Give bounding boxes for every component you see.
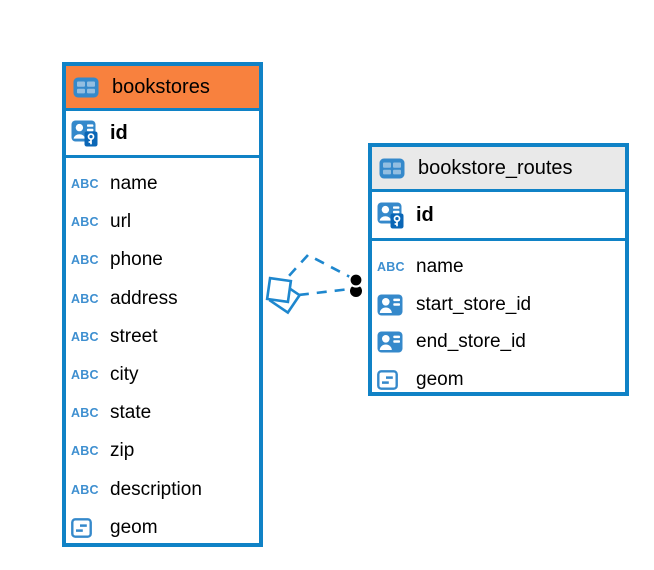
column-row[interactable]: ABC city <box>66 356 259 394</box>
column-name: phone <box>110 249 163 271</box>
many-side-diamond-marker <box>268 281 302 315</box>
text-type-icon: ABC <box>71 329 99 344</box>
column-row[interactable]: start_store_id <box>372 286 625 324</box>
table-icon <box>379 158 409 179</box>
many-side-diamond-marker <box>265 276 293 304</box>
column-name: id <box>110 121 128 144</box>
column-row[interactable]: end_store_id <box>372 324 625 362</box>
column-row[interactable]: geom <box>372 361 625 399</box>
table-bookstores[interactable]: bookstores id ABC name ABC url <box>62 62 263 547</box>
text-type-icon: ABC <box>71 367 99 383</box>
column-name: geom <box>110 516 158 538</box>
table-bookstores-header[interactable]: bookstores <box>66 66 259 111</box>
primary-key-icon <box>71 119 101 148</box>
reference-type-icon <box>377 294 407 316</box>
geometry-type-icon <box>377 370 407 391</box>
column-row[interactable]: geom <box>66 509 259 547</box>
text-type-icon: ABC <box>71 253 99 268</box>
column-list: ABC name start_store_id <box>372 241 625 399</box>
column-name: id <box>416 203 434 226</box>
column-name: description <box>110 478 202 500</box>
column-name: geom <box>416 369 464 391</box>
relationship-line[interactable] <box>280 287 351 299</box>
text-type-icon: ABC <box>71 291 99 306</box>
column-row[interactable]: ABC name <box>372 248 625 286</box>
table-title: bookstores <box>112 75 210 98</box>
column-row[interactable]: ABC state <box>66 394 259 432</box>
primary-key-icon <box>377 201 407 230</box>
column-row[interactable]: ABC url <box>66 203 259 241</box>
text-type-icon: ABC <box>377 259 405 275</box>
text-type-icon: ABC <box>71 176 99 192</box>
column-name: name <box>110 173 158 195</box>
column-name: zip <box>110 440 135 462</box>
table-icon <box>73 77 103 98</box>
table-title: bookstore_routes <box>418 156 573 179</box>
geometry-type-icon <box>71 517 101 538</box>
column-row[interactable]: ABC zip <box>66 432 259 470</box>
one-side-dot-marker <box>348 272 364 288</box>
column-row[interactable]: ABC address <box>66 280 259 318</box>
column-name: city <box>110 364 139 386</box>
column-name: address <box>110 287 178 309</box>
column-row[interactable]: ABC phone <box>66 241 259 279</box>
reference-type-icon <box>377 331 407 353</box>
column-name: end_store_id <box>416 331 526 353</box>
table-bookstore-routes[interactable]: bookstore_routes id ABC name <box>368 143 629 396</box>
column-name: start_store_id <box>416 293 532 315</box>
relationship-line[interactable] <box>276 253 353 290</box>
text-type-icon: ABC <box>71 215 99 230</box>
column-name: street <box>110 325 158 347</box>
one-side-dot-marker <box>350 285 362 297</box>
text-type-icon: ABC <box>71 406 99 421</box>
column-name: state <box>110 402 152 424</box>
column-name: url <box>110 211 132 233</box>
text-type-icon: ABC <box>71 444 99 459</box>
column-name: name <box>416 255 464 277</box>
column-row[interactable]: ABC name <box>66 165 259 203</box>
column-row-pk[interactable]: id <box>66 111 259 158</box>
column-list: ABC name ABC url ABC phone ABC address A… <box>66 158 259 547</box>
column-row-pk[interactable]: id <box>372 192 625 241</box>
table-bookstore-routes-header[interactable]: bookstore_routes <box>372 147 625 192</box>
column-row[interactable]: ABC street <box>66 318 259 356</box>
text-type-icon: ABC <box>71 482 99 497</box>
column-row[interactable]: ABC description <box>66 471 259 509</box>
